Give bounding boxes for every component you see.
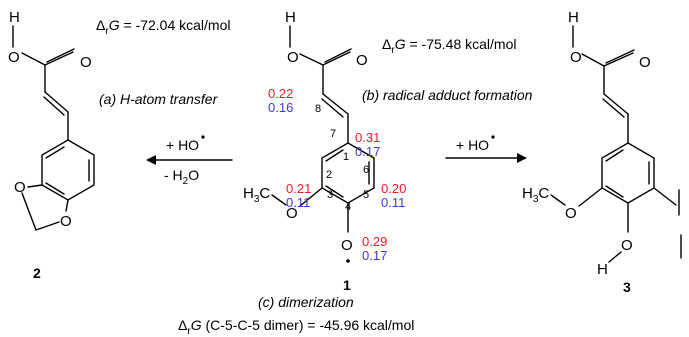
svg-text:H: H [285, 9, 296, 26]
spin-o4-blue: 0.17 [362, 248, 387, 263]
svg-text:H: H [568, 9, 579, 26]
svg-text:2: 2 [326, 169, 332, 181]
svg-text:5: 5 [363, 189, 369, 201]
svg-text:O: O [286, 205, 298, 222]
compound-1-structure: H O O O H3C O 8 7 1 6 2 3 4 5 [243, 9, 375, 263]
caption-radical-adduct: (b) radical adduct formation [362, 87, 533, 103]
svg-text:O: O [570, 49, 582, 66]
svg-text:O: O [80, 54, 92, 71]
right-arrow-reagent: + HO [456, 137, 489, 153]
svg-text:7: 7 [330, 128, 336, 140]
svg-text:6: 6 [363, 164, 369, 176]
energy-label-bottom: ΔrG (C-5-C-5 dimer) = -45.96 kcal/mol [178, 317, 414, 337]
svg-text:O: O [341, 237, 353, 254]
spin-c8-red: 0.22 [268, 86, 293, 101]
compound-1-label: 1 [343, 277, 351, 293]
svg-text:O: O [8, 49, 20, 66]
spin-c3-red: 0.21 [286, 181, 311, 196]
compound-3-label: 3 [623, 279, 631, 295]
spin-c1-red: 0.31 [355, 130, 380, 145]
spin-c5-red: 0.20 [381, 181, 406, 196]
svg-text:O: O [60, 213, 72, 230]
svg-text:O: O [356, 52, 368, 69]
spin-c8-blue: 0.16 [268, 100, 293, 115]
right-arrow-head [517, 153, 527, 163]
svg-text:O: O [621, 237, 633, 254]
left-arrow-head [146, 155, 156, 165]
svg-text:H3C: H3C [243, 185, 270, 205]
compound-2-structure: H O O O O [8, 9, 95, 231]
left-arrow-reagent: + HO [166, 137, 199, 153]
svg-text:4: 4 [345, 201, 351, 213]
compound-2-label: 2 [33, 265, 41, 281]
svg-text:O: O [14, 179, 26, 196]
svg-text:H3C: H3C [522, 185, 549, 205]
caption-h-atom-transfer: (a) H-atom transfer [99, 91, 219, 107]
spin-o4-red: 0.29 [362, 234, 387, 249]
energy-label-right: ΔrG = -75.48 kcal/mol [382, 36, 516, 56]
spin-c5-blue: 0.11 [381, 195, 405, 210]
energy-label-left: ΔrG = -72.04 kcal/mol [96, 17, 230, 37]
spin-c3-blue: 0.11 [286, 195, 310, 210]
svg-text:H: H [597, 261, 608, 278]
svg-text:O: O [565, 205, 577, 222]
svg-text:1: 1 [343, 151, 349, 163]
svg-text:H: H [9, 9, 20, 26]
compound-3-structure: H O O O H3C O H [522, 9, 682, 278]
spin-c1-blue: 0.17 [355, 144, 380, 159]
caption-dimerization: (c) dimerization [258, 294, 354, 310]
svg-text:3: 3 [327, 189, 333, 201]
svg-text:O: O [287, 49, 299, 66]
left-arrow-byproduct: - H2O [164, 167, 199, 187]
svg-text:O: O [639, 54, 651, 71]
svg-text:8: 8 [315, 103, 321, 115]
